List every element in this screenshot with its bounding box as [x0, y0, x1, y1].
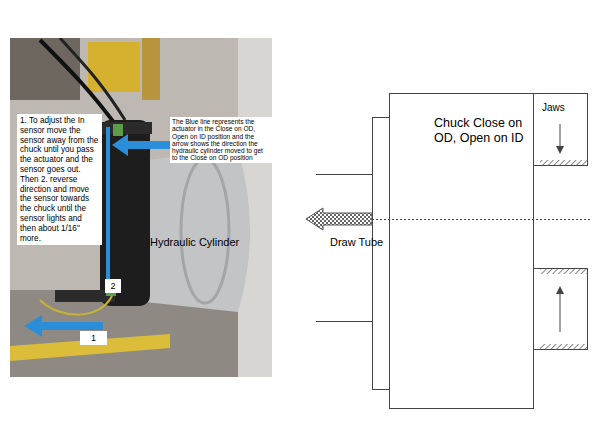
chuck-flange	[373, 118, 390, 390]
jaw-arrowhead	[556, 146, 564, 154]
node-text: 1	[80, 332, 107, 344]
machine-photo	[10, 38, 272, 377]
draw-tube-wall	[316, 174, 372, 175]
actuator-line	[106, 127, 110, 291]
sensor-tip	[113, 124, 123, 136]
brass-fitting	[142, 38, 160, 100]
jaw-box: Jaws	[533, 93, 588, 166]
sensor-cable	[40, 296, 112, 315]
node-text: 1. To adjust the In sensor move the sens…	[20, 116, 99, 243]
cylinder-ring	[181, 159, 229, 303]
draw-tube-wall	[316, 321, 372, 322]
yellow-part	[88, 42, 140, 92]
note-box: The Blue line represents the actuator in…	[170, 117, 272, 163]
draw-tube-arrow	[306, 208, 372, 230]
callout-number: 1	[80, 331, 107, 345]
callout-number: 2	[105, 279, 121, 293]
jaw-hatch	[540, 160, 587, 165]
lower-jaw	[534, 269, 588, 350]
chuck-schematic	[306, 118, 590, 390]
node-text: Jaws	[542, 102, 587, 114]
node-text: 2	[105, 280, 121, 292]
part-label: Hydraulic Cylinder	[150, 236, 239, 248]
cable	[60, 38, 125, 120]
center-line	[372, 219, 590, 220]
jaw-hatch	[540, 269, 587, 274]
chuck-box: Chuck Close on OD, Open on ID	[389, 93, 534, 409]
node-text: The Blue line represents the actuator in…	[172, 118, 270, 162]
jaw-arrowhead	[556, 286, 564, 294]
instruction-box: 1. To adjust the In sensor move the sens…	[17, 114, 102, 245]
direction-arrow	[112, 134, 170, 156]
node-text: Chuck Close on OD, Open on ID	[434, 116, 530, 146]
jaw-arrow	[560, 290, 561, 332]
cylinder-body	[145, 150, 250, 312]
jaw-hatch	[540, 344, 587, 349]
part-label: Draw Tube	[330, 236, 383, 248]
